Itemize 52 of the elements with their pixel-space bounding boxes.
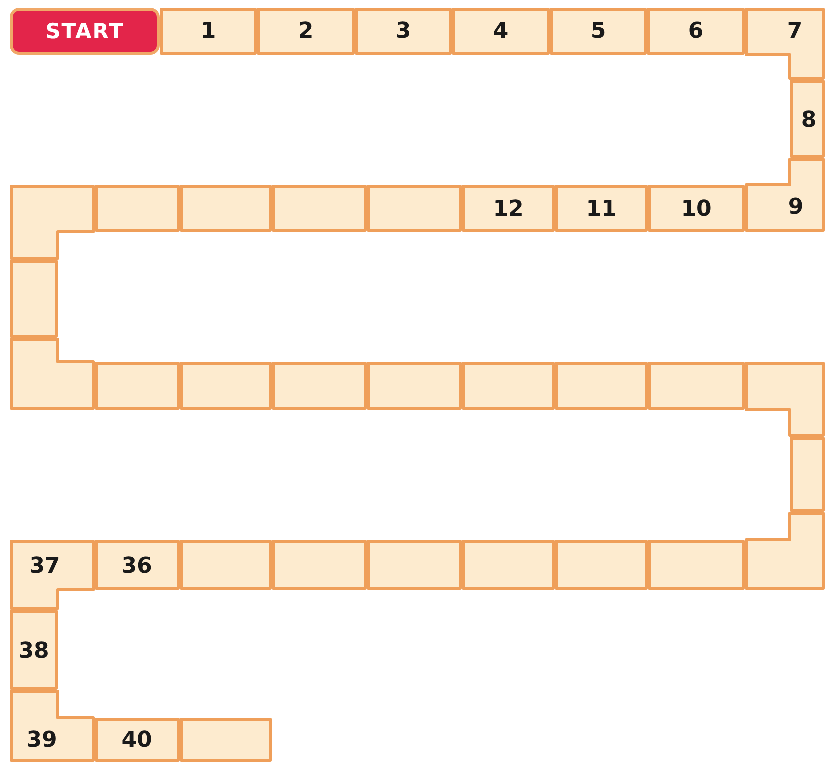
board-square xyxy=(555,362,648,410)
board-square xyxy=(555,185,648,232)
board-square xyxy=(272,185,367,232)
square-number: 38 xyxy=(18,641,50,663)
board-square xyxy=(367,185,462,232)
board-square xyxy=(648,185,745,232)
start-square xyxy=(10,8,160,55)
board-square xyxy=(790,80,825,158)
square-number: 40 xyxy=(122,730,152,752)
board-square xyxy=(550,8,647,55)
board-square xyxy=(272,362,367,410)
board-square xyxy=(10,260,58,338)
square-number: 8 xyxy=(801,110,817,132)
board-square xyxy=(95,540,180,590)
board-square xyxy=(367,540,462,590)
square-number: 37 xyxy=(30,556,60,578)
square-number: 10 xyxy=(681,199,712,221)
board-square xyxy=(180,540,272,590)
board-square xyxy=(272,540,367,590)
square-number: 5 xyxy=(590,21,606,43)
start-label: START xyxy=(46,22,124,42)
board-square xyxy=(160,8,257,55)
board-square xyxy=(355,8,452,55)
board-square xyxy=(452,8,550,55)
board-square xyxy=(555,540,648,590)
board-square xyxy=(95,718,180,762)
board-square xyxy=(648,540,745,590)
board-square xyxy=(790,437,825,512)
board-square xyxy=(180,718,272,762)
square-number: 7 xyxy=(787,21,803,43)
board-square xyxy=(95,362,180,410)
square-number: 3 xyxy=(396,21,412,43)
square-number: 12 xyxy=(493,199,524,221)
board-square xyxy=(648,362,745,410)
square-number: 1 xyxy=(200,21,216,43)
board-square xyxy=(647,8,745,55)
board-square xyxy=(95,185,180,232)
square-number: 6 xyxy=(688,21,704,43)
board-square xyxy=(462,185,555,232)
square-number: 11 xyxy=(586,199,617,221)
board-square xyxy=(10,610,58,690)
board-square xyxy=(180,362,272,410)
square-number: 9 xyxy=(788,197,804,219)
square-number: 2 xyxy=(298,21,314,43)
board-square xyxy=(462,362,555,410)
board-square xyxy=(257,8,355,55)
board-square xyxy=(180,185,272,232)
square-number: 4 xyxy=(493,21,509,43)
board-square xyxy=(367,362,462,410)
square-number: 36 xyxy=(122,556,152,578)
board-square xyxy=(462,540,555,590)
square-number: 39 xyxy=(26,730,58,752)
